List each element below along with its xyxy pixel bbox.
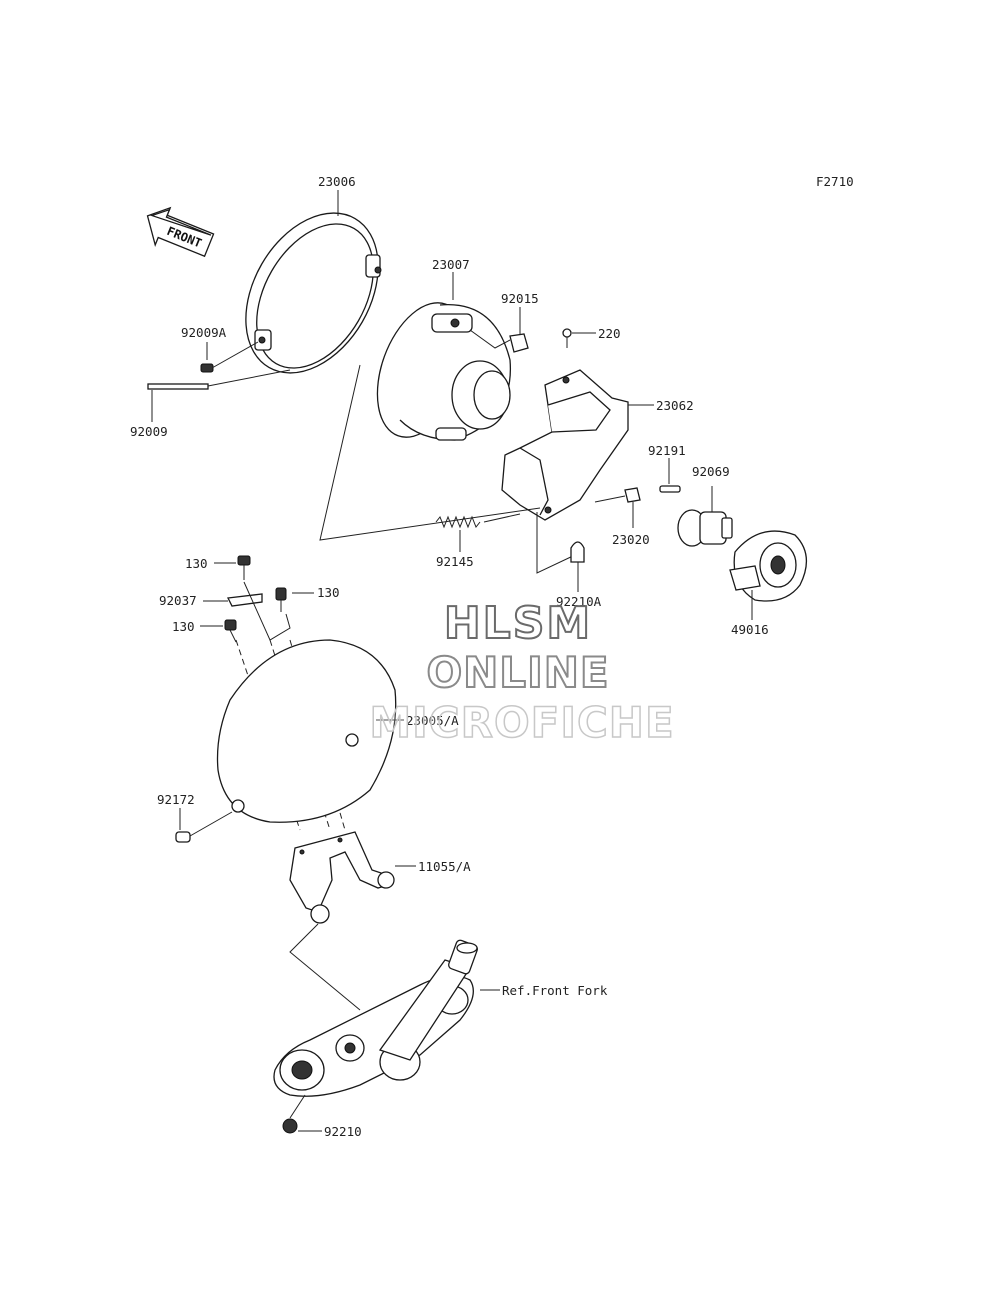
pin-92191 — [659, 458, 681, 493]
label-23005a: 23005/A — [406, 713, 459, 728]
screw-220 — [562, 328, 596, 348]
headlight-cover — [216, 639, 397, 823]
watermark-line3: MICROFICHE — [369, 697, 675, 748]
assembly-line — [319, 364, 541, 541]
label-92210: 92210 — [324, 1124, 362, 1139]
screw-92172 — [175, 811, 233, 843]
bulb-cap-49016 — [729, 530, 807, 620]
label-130-right: 130 — [317, 585, 340, 600]
label-92037: 92037 — [159, 593, 197, 608]
headlight-rim — [245, 212, 382, 374]
label-92009: 92009 — [130, 424, 168, 439]
clip-23020 — [594, 487, 641, 528]
grommet-92210a — [570, 541, 585, 592]
label-130-left: 130 — [172, 619, 195, 634]
headlight-housing — [376, 302, 512, 441]
mount-bracket-11055a — [289, 831, 395, 924]
screw-92009a — [200, 341, 259, 373]
screw-130-left — [200, 619, 237, 643]
figure-code: F2710 — [816, 174, 854, 189]
label-92191: 92191 — [648, 443, 686, 458]
label-92145: 92145 — [436, 554, 474, 569]
bulb-92069 — [677, 486, 733, 547]
label-23006: 23006 — [318, 174, 356, 189]
assembly-line — [536, 512, 576, 574]
watermark-line2: ONLINE — [425, 647, 610, 698]
label-49016: 49016 — [731, 622, 769, 637]
label-92172: 92172 — [157, 792, 195, 807]
label-23020: 23020 — [612, 532, 650, 547]
watermark-line1: HLSM — [443, 597, 593, 650]
nut-92015 — [469, 329, 529, 353]
label-220: 220 — [598, 326, 621, 341]
label-92210a: 92210A — [556, 594, 602, 609]
label-ref-front-fork: Ref.Front Fork — [502, 983, 608, 998]
label-23062: 23062 — [656, 398, 694, 413]
label-23007: 23007 — [432, 257, 470, 272]
front-arrow-icon: FRONT — [146, 206, 215, 258]
screw-130-right — [275, 587, 314, 612]
label-92069: 92069 — [692, 464, 730, 479]
label-130-top: 130 — [185, 556, 208, 571]
label-92015: 92015 — [501, 291, 539, 306]
spring-92145 — [435, 513, 521, 552]
nut-92210 — [282, 1094, 322, 1134]
front-fork-bracket — [273, 939, 478, 1097]
label-11055a: 11055/A — [418, 859, 471, 874]
headlight-bracket — [501, 369, 629, 521]
bolt-92009 — [147, 369, 291, 390]
screw-130-top — [214, 555, 251, 580]
label-92009a: 92009A — [181, 325, 227, 340]
